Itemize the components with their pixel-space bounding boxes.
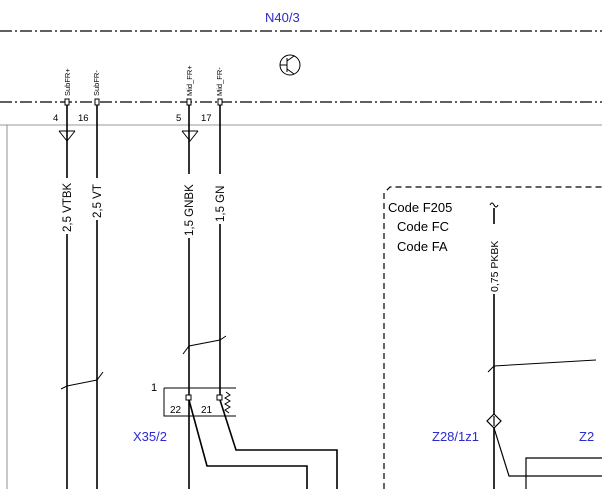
wire-label: 0,75 PKBK xyxy=(489,241,501,292)
component-boundary xyxy=(0,30,602,103)
wire-label: 2,5 VT xyxy=(92,184,104,218)
component-name: N40/3 xyxy=(265,10,300,25)
pin-signal-label: Mid_FR+ xyxy=(185,65,194,96)
wire-label-gaps xyxy=(60,174,501,294)
twist-marks xyxy=(60,335,597,390)
wire-label: 1,5 GN xyxy=(215,186,227,222)
wires-after-connector xyxy=(188,399,338,489)
option-code: Code FA xyxy=(397,239,448,254)
wires xyxy=(66,105,495,489)
connector-pin: 22 xyxy=(170,405,182,416)
splice-label: Z2 xyxy=(579,429,594,444)
pin-signal-label: SubFR+ xyxy=(63,68,72,96)
option-box xyxy=(383,186,602,489)
pin-number: 4 xyxy=(53,113,58,124)
splice-diamond-icon xyxy=(486,413,502,429)
connector-index: 1 xyxy=(151,382,157,394)
splice-wires xyxy=(493,427,602,489)
pin-number: 17 xyxy=(201,113,212,124)
transistor-icon xyxy=(279,54,301,76)
option-code: Code FC xyxy=(397,219,449,234)
twisted-pair-marker xyxy=(58,130,199,142)
wire-label: 1,5 GNBK xyxy=(184,184,196,236)
splice-label: Z28/1z1 xyxy=(432,429,479,444)
pin-signal-label: SubFR- xyxy=(92,70,101,96)
wire-end-icon xyxy=(489,202,499,208)
pin-number: 5 xyxy=(176,113,181,124)
connector-pin: 21 xyxy=(201,405,213,416)
pin-number: 16 xyxy=(78,113,89,124)
option-code: Code F205 xyxy=(388,200,452,215)
pin-signal-label: Mid_FR- xyxy=(215,67,224,96)
wire-label: 2,5 VTBK xyxy=(62,182,74,232)
connector-name: X35/2 xyxy=(133,429,167,444)
